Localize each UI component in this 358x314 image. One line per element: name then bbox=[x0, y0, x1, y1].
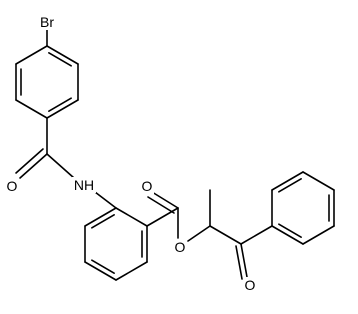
bromophenyl-ring-inner-bond-0 bbox=[48, 52, 72, 67]
atom-label-o-ester-carbonyl: O bbox=[142, 178, 153, 194]
bromophenyl-ring-bond-0 bbox=[46, 45, 79, 65]
o-amide-label-bg bbox=[5, 178, 19, 194]
o-ester-link-label-bg bbox=[173, 239, 187, 255]
benzoate-ring-bond-0 bbox=[115, 207, 148, 227]
nh-label-bg bbox=[72, 177, 96, 193]
benzoate-ring-inner-bond-3 bbox=[91, 259, 115, 274]
amide-c-o-double-bond bbox=[15, 148, 44, 174]
phenyl-ring-inner-bond-5 bbox=[278, 178, 302, 193]
ch-to-ketone-carbon-bond bbox=[209, 225, 242, 245]
bromophenyl-ring-bond-3 bbox=[15, 99, 48, 119]
atom-label-o-ketone: O bbox=[245, 277, 256, 293]
atom-label-o-amide: O bbox=[7, 178, 18, 194]
phenyl-ring-inner-bond-3 bbox=[278, 223, 302, 238]
amide-c-n-bond bbox=[46, 153, 75, 179]
benzoate-ring-bond-2 bbox=[115, 261, 148, 281]
n-to-ring-bond bbox=[94, 191, 117, 209]
phenyl-ring-bond-2 bbox=[302, 225, 335, 245]
o-to-ch-bond bbox=[187, 225, 211, 242]
bond-layer bbox=[15, 29, 335, 281]
phenyl-ring-bond-0 bbox=[302, 171, 335, 191]
benzoate-ring-bond-5 bbox=[84, 207, 117, 227]
o-ketone-label-bg bbox=[243, 277, 257, 293]
atom-label-layer: Br O NH O O O bbox=[5, 14, 257, 293]
phenyl-ring-bond-3 bbox=[271, 225, 304, 245]
ester-c-o-double-bond-b bbox=[147, 196, 175, 214]
bromophenyl-ring-bond-2 bbox=[46, 99, 79, 119]
ring-to-ester-carbon-bond bbox=[146, 207, 179, 227]
bromophenyl-ring-bond-5 bbox=[15, 45, 48, 65]
bromophenyl-ring-inner-bond-2 bbox=[48, 97, 72, 112]
amide-c-o-bond bbox=[19, 153, 48, 179]
benzoate-ring-inner-bond-5 bbox=[91, 214, 115, 229]
o-ester-carbonyl-label-bg bbox=[140, 178, 154, 194]
benzoate-ring-bond-3 bbox=[84, 261, 117, 281]
ketone-c-o-double-bond bbox=[235, 245, 243, 280]
ester-c-o-double-bond-a bbox=[151, 191, 179, 209]
br-label-bg bbox=[37, 14, 57, 30]
ketone-c-o-bond bbox=[240, 243, 248, 278]
phenyl-ring-bond-5 bbox=[271, 171, 304, 191]
atom-label-nh: NH bbox=[74, 177, 94, 193]
atom-label-br: Br bbox=[40, 14, 54, 30]
ketone-to-phenyl-bond bbox=[240, 225, 273, 245]
atom-label-o-ester-link: O bbox=[175, 239, 186, 255]
